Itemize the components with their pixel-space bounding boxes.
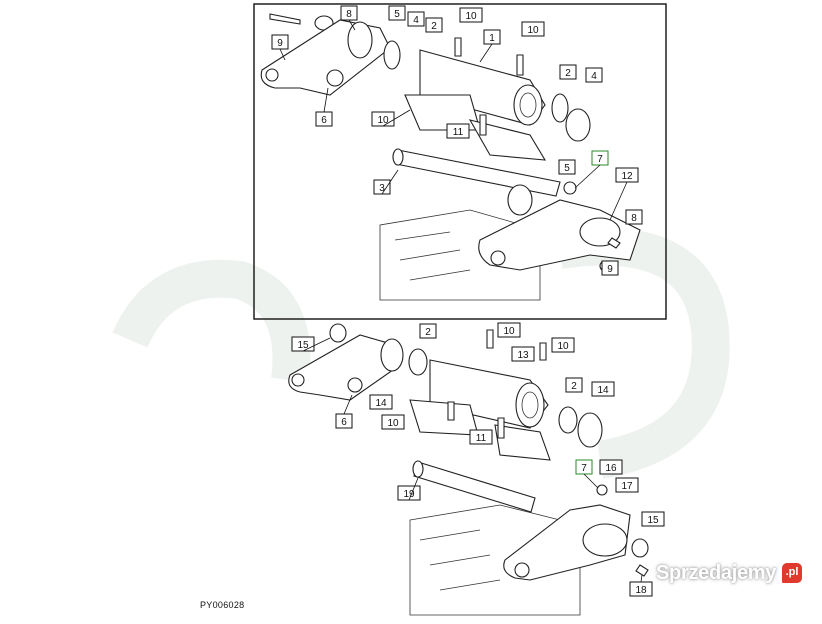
bottom-callouts: 2 10 10 15 13 2 14 14 6 10 11 7 16 17 19…	[291, 322, 665, 597]
callout-bottom-18: 18	[629, 581, 653, 597]
figure-caption: PY006028	[200, 600, 245, 610]
callout-bottom-7: 7	[575, 459, 593, 475]
callout-bottom-10b: 10	[551, 337, 575, 353]
svg-text:1: 1	[489, 33, 495, 44]
callout-bottom-17: 17	[615, 477, 639, 493]
callout-bottom-14a: 14	[369, 394, 393, 410]
callout-top-2a: 2	[425, 17, 443, 33]
callout-top-5: 5	[388, 5, 406, 21]
svg-text:5: 5	[394, 9, 400, 20]
callout-top-10b: 10	[521, 21, 545, 37]
svg-text:11: 11	[453, 127, 464, 138]
callout-top-10c: 10	[371, 111, 395, 127]
callout-top-7: 7	[591, 150, 609, 166]
svg-text:8: 8	[346, 9, 352, 20]
callout-bottom-16: 16	[599, 459, 623, 475]
callout-top-1: 1	[483, 29, 501, 45]
svg-text:17: 17	[621, 481, 633, 492]
svg-text:10: 10	[527, 25, 539, 36]
svg-text:6: 6	[341, 417, 347, 428]
svg-text:7: 7	[597, 154, 603, 165]
callout-top-4b: 4	[585, 67, 603, 83]
callout-top-10a: 10	[459, 7, 483, 23]
callout-top-4: 4	[407, 11, 425, 27]
svg-text:15: 15	[647, 515, 659, 526]
callout-top-9b: 9	[601, 260, 619, 276]
callout-bottom-2b: 2	[565, 377, 583, 393]
bottom-assembly	[288, 323, 649, 616]
callout-top-8: 8	[340, 5, 358, 21]
svg-text:14: 14	[597, 385, 609, 396]
svg-text:16: 16	[605, 463, 617, 474]
callout-top-12: 12	[615, 167, 639, 183]
callout-bottom-13: 13	[511, 346, 535, 362]
callout-bottom-15a: 15	[291, 336, 315, 352]
svg-text:2: 2	[571, 381, 577, 392]
callout-top-6: 6	[315, 111, 333, 127]
callout-bottom-10a: 10	[497, 322, 521, 338]
svg-text:12: 12	[621, 171, 633, 182]
svg-text:10: 10	[557, 341, 569, 352]
svg-text:13: 13	[517, 350, 529, 361]
svg-text:7: 7	[581, 463, 587, 474]
svg-text:19: 19	[403, 489, 415, 500]
callout-bottom-15b: 15	[641, 511, 665, 527]
leader-lines	[279, 19, 643, 583]
callout-bottom-10c: 10	[381, 414, 405, 430]
svg-text:2: 2	[431, 21, 437, 32]
svg-text:3: 3	[379, 183, 385, 194]
svg-text:8: 8	[631, 213, 637, 224]
svg-text:11: 11	[476, 433, 487, 444]
svg-text:9: 9	[277, 38, 283, 49]
top-assembly	[260, 13, 641, 301]
svg-text:10: 10	[377, 115, 389, 126]
callout-top-9a: 9	[271, 34, 289, 50]
callout-top-3: 3	[373, 179, 391, 195]
svg-text:2: 2	[565, 68, 571, 79]
top-callouts: 8 5 4 10 1 10 2 9 2 4 6 10 11 5 7 12 3 8…	[271, 5, 643, 276]
callout-bottom-2a: 2	[419, 323, 437, 339]
svg-text:2: 2	[425, 327, 431, 338]
callout-bottom-14b: 14	[591, 381, 615, 397]
brand-watermark: Sprzedajemy	[656, 562, 777, 584]
callout-bottom-11: 11	[469, 429, 493, 445]
svg-text:18: 18	[635, 585, 647, 596]
watermark	[112, 227, 730, 479]
svg-text:14: 14	[375, 398, 387, 409]
callout-top-5b: 5	[558, 159, 576, 175]
callout-top-8b: 8	[625, 209, 643, 225]
svg-text:10: 10	[503, 326, 515, 337]
svg-text:10: 10	[387, 418, 399, 429]
svg-text:4: 4	[413, 15, 419, 26]
callout-bottom-6: 6	[335, 413, 353, 429]
top-detail-frame	[253, 3, 667, 320]
svg-text:10: 10	[465, 11, 477, 22]
callout-top-2b: 2	[559, 64, 577, 80]
callout-top-11: 11	[446, 123, 470, 139]
svg-text:4: 4	[591, 71, 597, 82]
svg-text:15: 15	[297, 340, 309, 351]
callout-bottom-19: 19	[397, 485, 421, 501]
svg-text:5: 5	[564, 163, 570, 174]
svg-text:9: 9	[607, 264, 613, 275]
svg-text:6: 6	[321, 115, 327, 126]
brand-badge-icon: .pl	[782, 563, 802, 583]
